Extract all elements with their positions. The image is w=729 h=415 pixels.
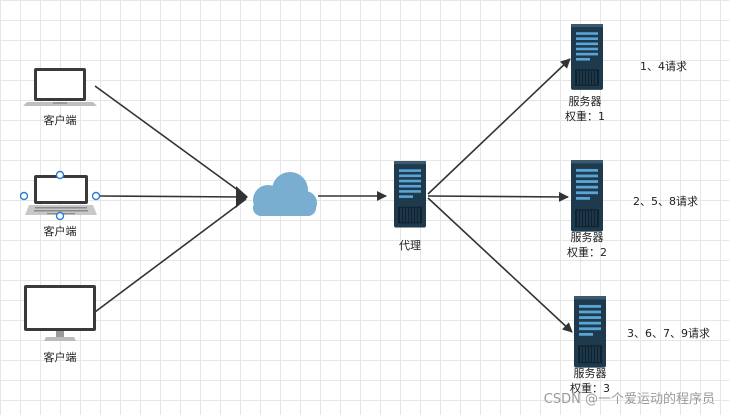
server-2-weight: 权重：2 xyxy=(567,246,607,259)
connector-proxy-to-server-2[interactable] xyxy=(427,191,569,202)
server-2-requests: 2、5、8请求 xyxy=(633,195,698,208)
client-label-2: 客户端 xyxy=(43,225,77,238)
client-label-3: 客户端 xyxy=(43,351,77,364)
server-3-name: 服务器 xyxy=(573,367,607,380)
server-3-weight: 权重：3 xyxy=(570,382,610,395)
cloud-icon[interactable] xyxy=(253,172,317,216)
server-1-weight: 权重：1 xyxy=(565,110,605,123)
server-icon-3[interactable] xyxy=(573,295,607,369)
cloud-junction-arrowhead xyxy=(236,186,248,208)
laptop-keyboard-icon[interactable] xyxy=(25,175,97,215)
server-2-name: 服务器 xyxy=(570,231,604,244)
laptop-icon[interactable] xyxy=(23,68,97,106)
connector-proxy-to-server-3[interactable] xyxy=(427,197,573,333)
connector-proxy-to-server-1[interactable] xyxy=(427,58,571,195)
selection-handles[interactable] xyxy=(19,170,101,221)
connector-client-3-to-cloud[interactable] xyxy=(94,198,247,313)
proxy-label: 代理 xyxy=(399,239,421,252)
server-1-requests: 1、4请求 xyxy=(640,60,687,73)
server-icon-1[interactable] xyxy=(570,23,604,91)
client-label-1: 客户端 xyxy=(43,114,77,127)
server-1-name: 服务器 xyxy=(568,95,602,108)
connector-client-2-to-cloud[interactable] xyxy=(99,195,247,198)
connector-client-1-to-cloud[interactable] xyxy=(94,85,247,197)
server-3-requests: 3、6、7、9请求 xyxy=(627,327,710,340)
monitor-icon[interactable] xyxy=(24,285,96,341)
watermark-text: CSDN @一个爱运动的程序员 xyxy=(543,392,715,407)
proxy-server-icon[interactable] xyxy=(393,160,427,229)
server-icon-2[interactable] xyxy=(570,159,604,233)
